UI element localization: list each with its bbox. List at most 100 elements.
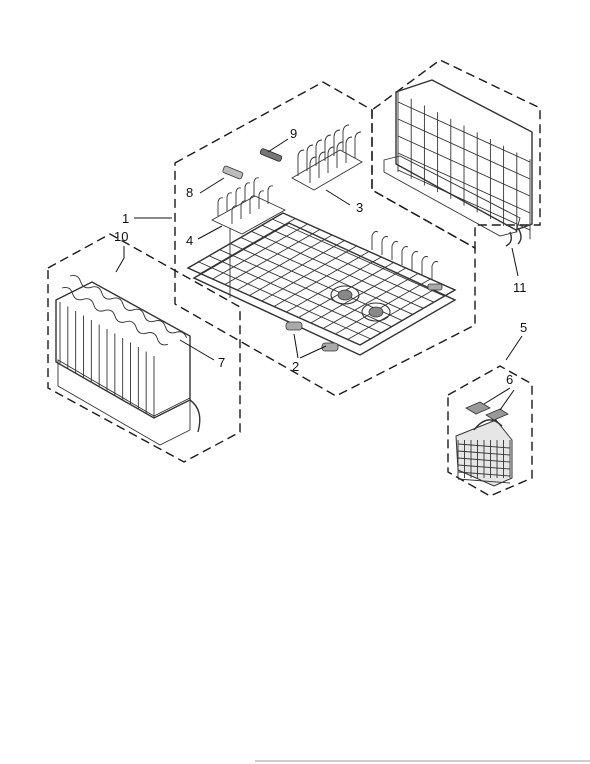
wire-segment: [359, 289, 456, 346]
wire-tine: [217, 197, 224, 216]
utensil-basket-boundary: [447, 365, 533, 497]
wire-segment: [457, 457, 511, 463]
wire-tine: [318, 151, 326, 178]
wire-tine: [327, 146, 335, 173]
wire-tine: [324, 134, 332, 161]
wire-tine: [381, 236, 389, 255]
wire-segment: [236, 234, 333, 291]
wire-segment: [397, 118, 531, 180]
lower-rack-assembly-group: [47, 233, 241, 463]
wire-segment: [335, 278, 431, 335]
wire-segment: [200, 218, 296, 274]
callout-8: 8: [186, 185, 193, 200]
rack-wheel-right: [321, 342, 339, 352]
wire-segment: [347, 284, 443, 340]
upper-rack-wireframe: [186, 212, 457, 356]
wire-segment: [457, 450, 511, 456]
wire-segment: [457, 464, 511, 470]
callout-10: 10: [114, 229, 128, 244]
wire-segment: [397, 152, 531, 214]
wire-tine: [309, 156, 317, 183]
wire-segment: [457, 478, 511, 484]
wire-tine: [258, 190, 265, 209]
wire-tine: [391, 241, 399, 260]
leader-8: [199, 177, 225, 194]
wire-tine: [431, 261, 439, 280]
callout-7: 7: [218, 355, 225, 370]
wire-tine: [249, 195, 256, 214]
callout-6: 6: [506, 372, 513, 387]
wire-segment: [397, 169, 531, 231]
basket-lid-part-6b: [485, 408, 509, 421]
wire-tine: [244, 182, 251, 201]
leader-7: [179, 339, 215, 361]
wire-tine: [421, 256, 429, 275]
rack-panel-part-11: [371, 59, 541, 250]
wire-tine: [315, 139, 323, 166]
wire-segment: [224, 229, 321, 285]
wire-tine: [235, 187, 242, 206]
wire-segment: [310, 267, 407, 324]
leader-10: [115, 246, 125, 273]
wire-segment: [457, 443, 511, 449]
clip-part-9: [259, 148, 283, 162]
wire-tine: [226, 192, 233, 211]
leader-3: [325, 189, 351, 206]
utensil-basket-group: [447, 365, 533, 497]
part-11-wireframe: [383, 79, 533, 247]
wire-tine: [297, 149, 305, 176]
part-11-boundary: [371, 59, 541, 250]
wire-tine: [342, 124, 350, 151]
upper-rack-assembly-group: [174, 81, 476, 397]
wire-tine: [411, 251, 419, 270]
callout-5: 5: [520, 320, 527, 335]
rack-end-clip: [427, 283, 443, 291]
leader-6a: [483, 387, 511, 405]
leader-2b: [299, 345, 327, 359]
wire-tine: [253, 177, 260, 196]
leader-11: [511, 247, 519, 277]
wire-tine: [333, 129, 341, 156]
wire-segment: [261, 245, 357, 302]
callout-labels: 1 2 3 4 5 6 7 8 9 10 11: [114, 126, 527, 387]
wire-segment: [249, 240, 345, 296]
cup-shelf-part-3: [291, 124, 363, 191]
wire-segment: [212, 223, 308, 280]
wire-tine: [345, 136, 353, 163]
utensil-basket: [455, 419, 513, 487]
wire-segment: [397, 101, 531, 163]
wire-segment: [286, 256, 382, 313]
callout-1: 1: [122, 211, 129, 226]
wire-tine: [240, 200, 247, 219]
leader-6b: [499, 389, 515, 411]
tine-shelf-part-4: [211, 177, 286, 235]
wire-tine: [231, 205, 238, 224]
clip-part-8: [222, 165, 244, 180]
wire-tine: [267, 185, 274, 204]
basket-lid-part-6a: [465, 401, 491, 415]
leader-lines: [115, 138, 523, 411]
wire-tine: [371, 231, 379, 250]
wire-segment: [397, 135, 531, 197]
rack-adjuster-left: [330, 285, 360, 305]
rack-wheel-left: [285, 321, 303, 331]
page-footer-rule: [255, 760, 590, 762]
wire-tine: [306, 144, 314, 171]
wire-tine: [336, 141, 344, 168]
wire-segment: [322, 273, 419, 329]
wire-segment: [187, 212, 284, 269]
callout-4: 4: [186, 233, 193, 248]
wire-tine: [354, 131, 362, 158]
wire-segment: [457, 471, 511, 477]
callout-9: 9: [290, 126, 297, 141]
leader-9: [267, 138, 289, 153]
callout-11: 11: [513, 280, 527, 295]
rack-adjuster-right: [361, 302, 391, 322]
leader-5: [505, 335, 523, 361]
wire-segment: [273, 251, 370, 307]
callout-3: 3: [356, 200, 363, 215]
lower-rack-boundary: [47, 233, 241, 463]
callout-2: 2: [292, 359, 299, 374]
lower-rack-wireframe: [55, 274, 201, 446]
